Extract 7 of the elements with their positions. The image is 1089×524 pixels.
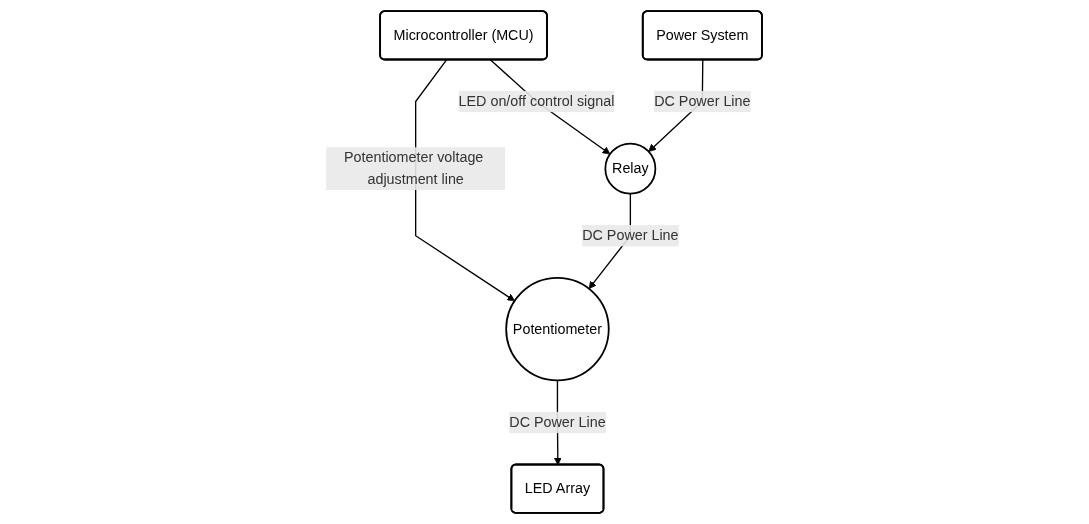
edge-label: DC Power Line [654, 93, 751, 109]
node-circle: Relay [604, 142, 657, 195]
edge-label: LED on/off control signal [459, 93, 615, 109]
edge-label: DC Power Line [582, 227, 679, 243]
node-circle: Potentiometer [505, 276, 611, 382]
edge-label: DC Power Line [509, 414, 607, 430]
edge-label: Potentiometer voltage adjustment line [344, 149, 484, 187]
